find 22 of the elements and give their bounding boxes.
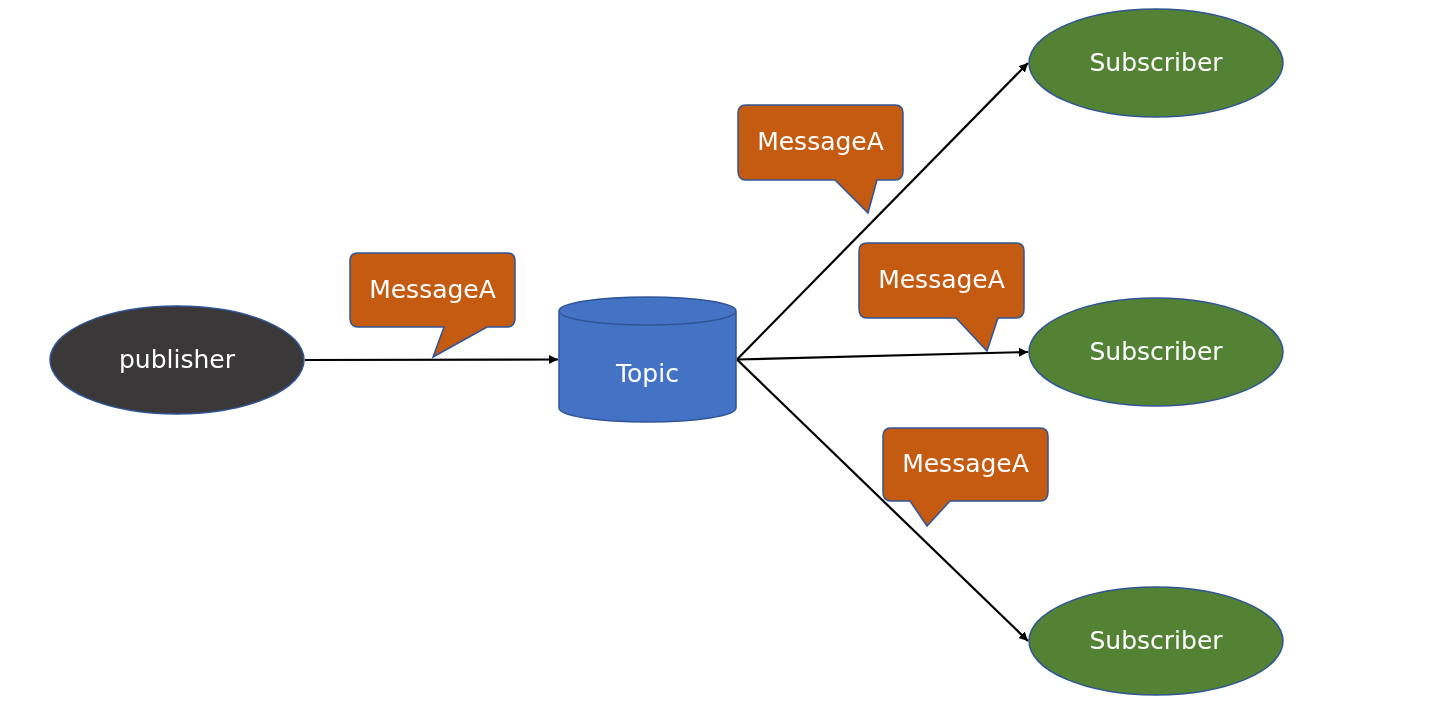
speech-bubble (858, 242, 1025, 352)
node-label: Subscriber (1088, 626, 1224, 656)
node-label: MessageA (901, 449, 1030, 479)
arrow (736, 347, 1029, 361)
node-label: MessageA (368, 274, 497, 305)
speech-bubble (882, 427, 1049, 527)
ellipse-node (1028, 297, 1284, 407)
node-label: MessageA (877, 265, 1006, 295)
node-label: Subscriber (1088, 337, 1224, 367)
node-label: Topic (615, 358, 680, 389)
speech-bubble (349, 252, 516, 358)
node-label: publisher (118, 345, 236, 375)
ellipse-node (49, 305, 305, 415)
arrow (736, 358, 1029, 642)
node-label: Subscriber (1088, 48, 1224, 78)
arrow (305, 355, 558, 364)
topic-cylinder (558, 297, 737, 422)
speech-bubble (737, 104, 904, 214)
arrow (736, 62, 1029, 361)
node-label: MessageA (756, 127, 885, 157)
ellipse-node (1028, 586, 1284, 696)
ellipse-node (1028, 8, 1284, 118)
